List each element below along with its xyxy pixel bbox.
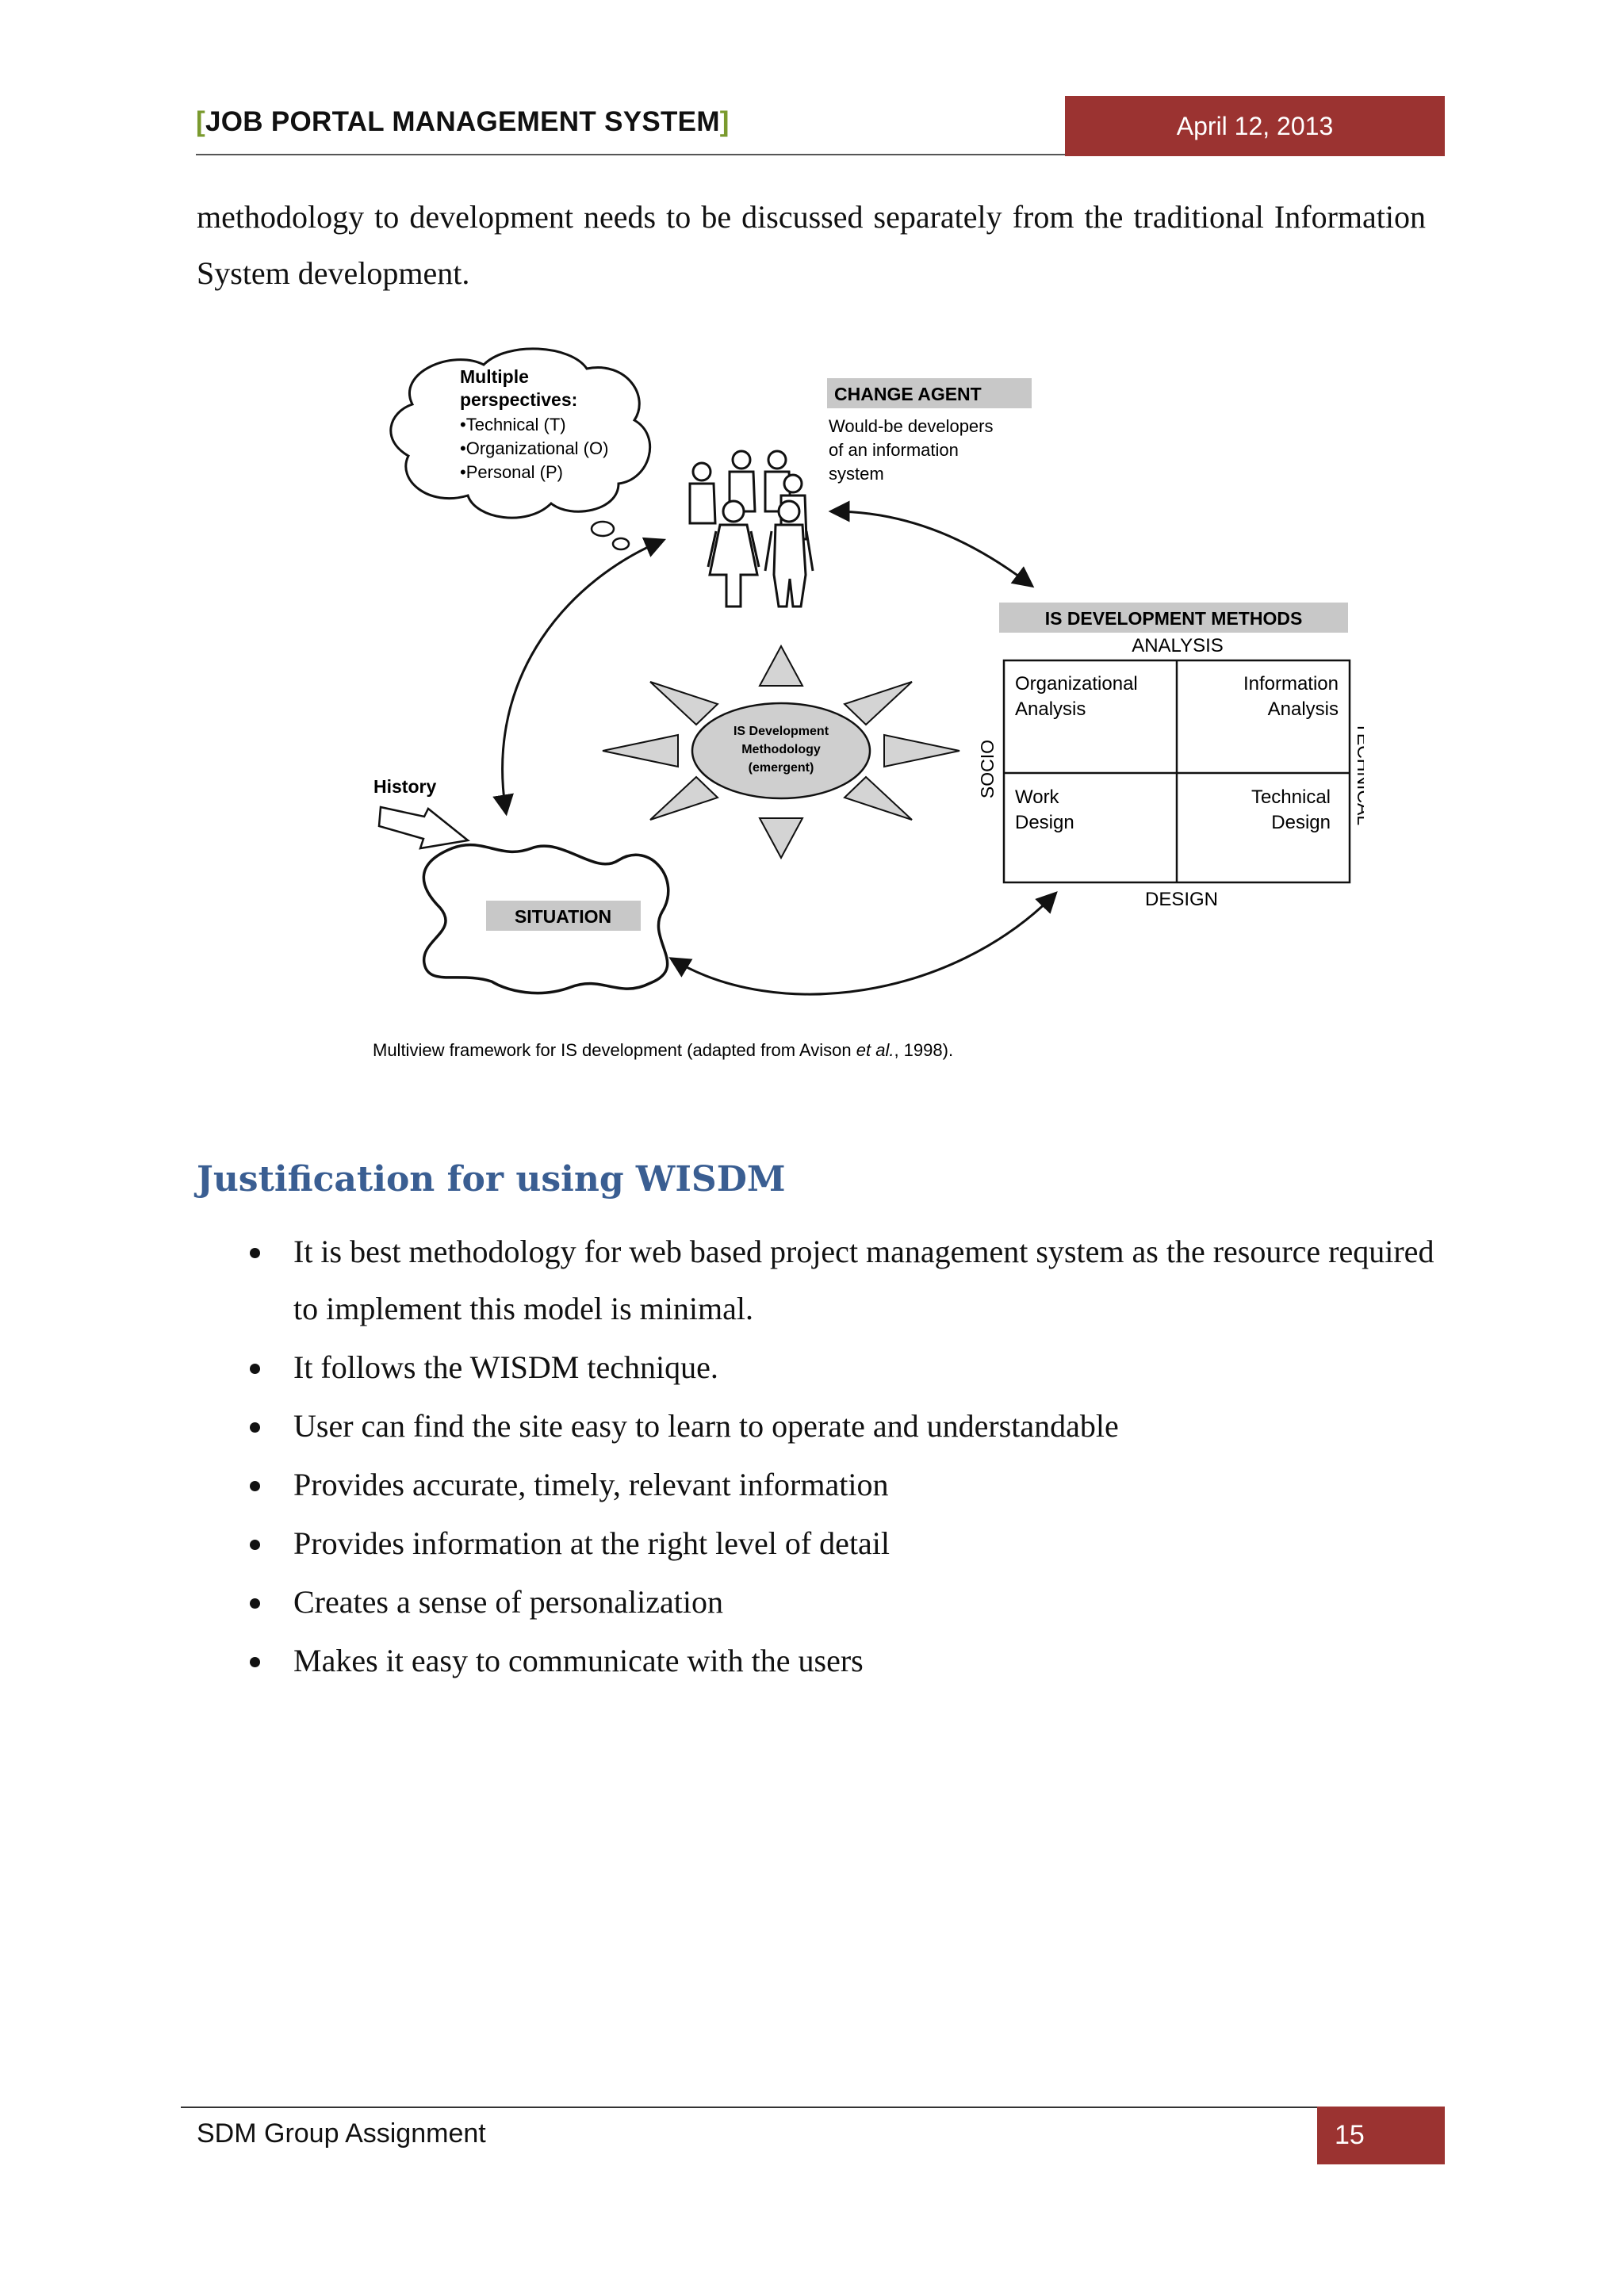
- list-item: User can find the site easy to learn to …: [238, 1398, 1443, 1455]
- bubble-title-1: Multiple: [460, 366, 529, 387]
- list-item: Provides accurate, timely, relevant info…: [238, 1456, 1443, 1513]
- change-agent-desc-3: system: [829, 464, 884, 484]
- arrow-agent-methods: [828, 500, 1035, 588]
- list-item: Provides information at the right level …: [238, 1515, 1443, 1572]
- bullet-dot-icon: [250, 1248, 260, 1258]
- change-agent-label: CHANGE AGENT: [834, 384, 982, 404]
- list-item: Creates a sense of personalization: [238, 1574, 1443, 1631]
- bubble-item-organizational: •Organizational (O): [460, 438, 608, 458]
- quadrant-work-design-1: Work: [1015, 786, 1060, 808]
- bubble-item-technical: •Technical (T): [460, 415, 566, 434]
- list-item: Makes it easy to communicate with the us…: [238, 1632, 1443, 1689]
- design-label: DESIGN: [1145, 889, 1218, 910]
- people-group-icon: [688, 450, 814, 608]
- list-item-text: Makes it easy to communicate with the us…: [293, 1643, 864, 1678]
- page-number: 15: [1335, 2120, 1365, 2150]
- change-agent-desc-2: of an information: [829, 440, 959, 460]
- bubble-title-2: perspectives:: [460, 389, 577, 410]
- quadrant-org-analysis-1: Organizational: [1015, 673, 1138, 695]
- arrow-situation-methods: [668, 891, 1058, 996]
- history-label: History: [373, 776, 436, 797]
- socio-label: SOCIO: [977, 740, 998, 798]
- caption-text-2: , 1998).: [894, 1040, 953, 1060]
- bullet-dot-icon: [250, 1540, 260, 1550]
- page-number-box: 15: [1317, 2107, 1445, 2164]
- quadrant-org-analysis-2: Analysis: [1015, 698, 1086, 720]
- bullet-dot-icon: [250, 1364, 260, 1374]
- header-title-text: JOB PORTAL MANAGEMENT SYSTEM: [205, 106, 720, 137]
- bubble-item-personal: •Personal (P): [460, 462, 563, 482]
- methods-box: [999, 603, 1348, 633]
- analysis-label: ANALYSIS: [1132, 635, 1224, 656]
- bullet-dot-icon: [250, 1657, 260, 1667]
- technical-label: TECHNICAL: [1354, 722, 1364, 826]
- intro-paragraph: methodology to development needs to be d…: [197, 199, 1426, 291]
- quadrant-work-design-2: Design: [1015, 812, 1074, 833]
- header-title: [JOB PORTAL MANAGEMENT SYSTEM]: [196, 106, 730, 138]
- bullet-dot-icon: [250, 1598, 260, 1609]
- multiview-figure: Multiple perspectives: •Technical (T) •O…: [365, 341, 1364, 1078]
- quadrant-tech-design-2: Design: [1271, 812, 1331, 833]
- quadrant-info-analysis-2: Analysis: [1268, 698, 1339, 720]
- change-agent-box: [827, 378, 1032, 408]
- methods-label: IS DEVELOPMENT METHODS: [1045, 608, 1303, 629]
- header-date: April 12, 2013: [1176, 111, 1334, 140]
- center-label-2: Methodology: [741, 743, 821, 756]
- arrow-bubble-situation: [492, 537, 666, 817]
- list-item: It follows the WISDM technique.: [238, 1339, 1443, 1396]
- list-item-text: It is best methodology for web based pro…: [293, 1234, 1434, 1326]
- caption-text-italic: et al.: [856, 1040, 894, 1060]
- bullet-dot-icon: [250, 1422, 260, 1433]
- figure-caption: Multiview framework for IS development (…: [373, 1040, 953, 1060]
- list-item-text: User can find the site easy to learn to …: [293, 1408, 1119, 1444]
- caption-text-1: Multiview framework for IS development (…: [373, 1040, 856, 1060]
- bullet-dot-icon: [250, 1481, 260, 1491]
- section-heading: Justification for using WISDM: [197, 1159, 786, 1200]
- situation-box: [486, 901, 641, 931]
- list-item-text: Creates a sense of personalization: [293, 1584, 724, 1620]
- list-item-text: Provides accurate, timely, relevant info…: [293, 1467, 889, 1502]
- history-arrow-icon: [377, 806, 470, 850]
- header-date-box: April 12, 2013: [1065, 96, 1445, 156]
- quadrant-info-analysis-1: Information: [1243, 673, 1339, 695]
- footer-text: SDM Group Assignment: [197, 2118, 486, 2149]
- center-methodology: IS Development Methodology (emergent): [691, 702, 871, 800]
- list-item-text: Provides information at the right level …: [293, 1525, 891, 1561]
- quadrant-tech-design-1: Technical: [1251, 786, 1331, 808]
- header-close-bracket: ]: [719, 106, 730, 137]
- center-label-1: IS Development: [733, 725, 829, 738]
- list-item-text: It follows the WISDM technique.: [293, 1349, 718, 1385]
- perspectives-bubble: Multiple perspectives: •Technical (T) •O…: [389, 347, 652, 551]
- header-rule: [196, 154, 1065, 155]
- footer-rule: [181, 2107, 1317, 2108]
- header-open-bracket: [: [196, 106, 205, 137]
- change-agent-desc-1: Would-be developers: [829, 416, 994, 436]
- situation-label: SITUATION: [515, 906, 611, 927]
- list-item: It is best methodology for web based pro…: [238, 1223, 1443, 1337]
- center-label-3: (emergent): [749, 761, 814, 775]
- justification-list: It is best methodology for web based pro…: [238, 1223, 1443, 1691]
